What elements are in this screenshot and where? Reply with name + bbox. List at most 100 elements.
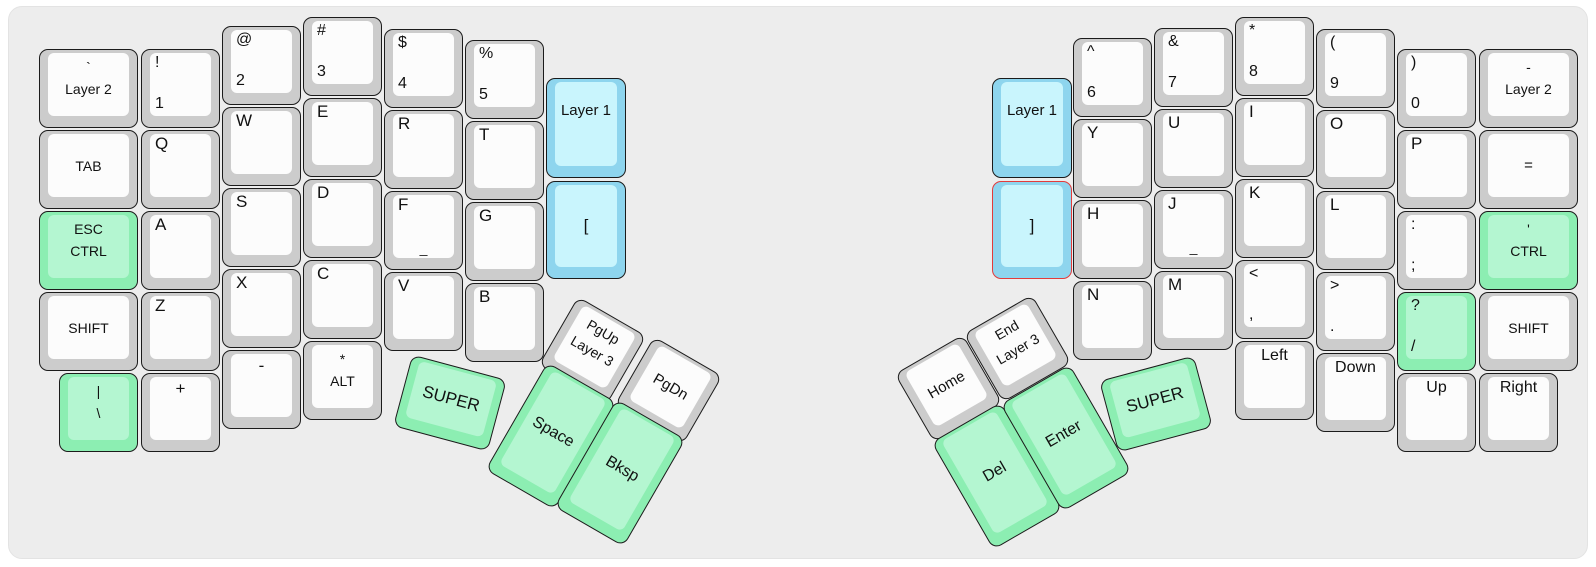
key-layer1-left[interactable]: Layer 1 [546, 78, 626, 178]
key-c[interactable]: C [303, 260, 382, 339]
key-y[interactable]: Y [1073, 119, 1152, 198]
keycap-face: C [312, 264, 373, 327]
key-label-line2: Layer 2 [1505, 81, 1552, 97]
keycap-face: M [1163, 275, 1224, 338]
keycap-face: <, [1244, 264, 1305, 327]
keycap-face: (9 [1325, 33, 1386, 96]
key-k[interactable]: K [1235, 179, 1314, 258]
keycap-face: U [1163, 113, 1224, 176]
key-t[interactable]: T [465, 121, 544, 200]
keycap-face: W [231, 111, 292, 174]
key-question-slash[interactable]: ?/ [1397, 292, 1476, 371]
key-d[interactable]: D [303, 179, 382, 258]
key-percent-5[interactable]: %5 [465, 40, 544, 119]
key-grave-layer2[interactable]: `Layer 2 [39, 49, 138, 128]
keycap-face: Up [1406, 377, 1467, 440]
key-i[interactable]: I [1235, 98, 1314, 177]
key-minus-layer2[interactable]: -Layer 2 [1479, 49, 1578, 128]
key-label-top: ? [1411, 297, 1420, 314]
key-label: Home [924, 367, 968, 402]
key-super-right[interactable]: SUPER [1099, 355, 1213, 453]
key-quote-ctrl[interactable]: 'CTRL [1479, 211, 1578, 290]
key-w[interactable]: W [222, 107, 301, 186]
key-up-arrow[interactable]: Up [1397, 373, 1476, 452]
key-l[interactable]: L [1316, 191, 1395, 270]
key-f[interactable]: F_ [384, 191, 463, 270]
key-v[interactable]: V [384, 272, 463, 351]
key-s[interactable]: S [222, 188, 301, 267]
key-label-top: : [1411, 216, 1416, 233]
key-u[interactable]: U [1154, 109, 1233, 188]
keycap-face: $4 [393, 33, 454, 96]
key-q[interactable]: Q [141, 130, 220, 209]
key-x[interactable]: X [222, 269, 301, 348]
keycap-face: O [1325, 114, 1386, 177]
key-label-top: $ [398, 34, 407, 51]
key-m[interactable]: M [1154, 271, 1233, 350]
key-right-arrow[interactable]: Right [1479, 373, 1558, 452]
key-e[interactable]: E [303, 98, 382, 177]
keycap-face: H [1082, 204, 1143, 267]
key-h[interactable]: H [1073, 200, 1152, 279]
keycap-face: B [474, 287, 535, 350]
key-label-top: < [1249, 265, 1259, 282]
key-colon-semicolon[interactable]: :; [1397, 211, 1476, 290]
key-j[interactable]: J_ [1154, 190, 1233, 269]
key-star-8[interactable]: *8 [1235, 17, 1314, 96]
key-label: TAB [75, 157, 102, 174]
key-star-alt[interactable]: *ALT [303, 341, 382, 420]
key-layer1-right[interactable]: Layer 1 [992, 78, 1072, 178]
key-g[interactable]: G [465, 202, 544, 281]
key-b[interactable]: B [465, 283, 544, 362]
key-minus[interactable]: - [222, 350, 301, 429]
key-paren-0[interactable]: )0 [1397, 49, 1476, 128]
key-label: PgDn [649, 369, 691, 404]
keycap-face: )0 [1406, 53, 1467, 116]
key-shift-right[interactable]: SHIFT [1479, 292, 1578, 371]
key-label: Layer 1 [1006, 101, 1058, 119]
key-amp-7[interactable]: &7 [1154, 28, 1233, 107]
key-tab[interactable]: TAB [39, 130, 138, 209]
key-caret-6[interactable]: ^6 [1073, 38, 1152, 117]
key-dollar-4[interactable]: $4 [384, 29, 463, 108]
key-r[interactable]: R [384, 110, 463, 189]
key-down-arrow[interactable]: Down [1316, 353, 1395, 432]
key-label-top: O [1330, 114, 1344, 133]
key-n[interactable]: N [1073, 281, 1152, 360]
key-label-line2: CTRL [70, 243, 107, 259]
key-less-comma[interactable]: <, [1235, 260, 1314, 339]
key-label-bottom: 2 [236, 72, 245, 89]
key-paren-9[interactable]: (9 [1316, 29, 1395, 108]
key-pipe-backslash[interactable]: |\ [59, 373, 138, 452]
keycap-face: TAB [48, 134, 129, 197]
key-exclam-1[interactable]: !1 [141, 49, 220, 128]
keycap-face: Left [1244, 345, 1305, 408]
key-greater-period[interactable]: >. [1316, 272, 1395, 351]
keycap-face: D [312, 183, 373, 246]
key-z[interactable]: Z [141, 292, 220, 371]
key-label-bottom: 1 [155, 95, 164, 112]
key-label-line1: * [339, 351, 346, 367]
key-left-arrow[interactable]: Left [1235, 341, 1314, 420]
key-hash-3[interactable]: #3 [303, 17, 382, 96]
keycap-face: V [393, 276, 454, 339]
key-shift-left[interactable]: SHIFT [39, 292, 138, 371]
key-plus[interactable]: + [141, 373, 220, 452]
key-o[interactable]: O [1316, 110, 1395, 189]
key-at-2[interactable]: @2 [222, 26, 301, 105]
key-equals[interactable]: = [1479, 130, 1578, 209]
key-label: Left [1261, 347, 1288, 364]
keycap-face: Q [150, 134, 211, 197]
key-label-top: K [1249, 183, 1261, 202]
key-rbracket[interactable]: ] [992, 181, 1072, 279]
key-p[interactable]: P [1397, 130, 1476, 209]
key-a[interactable]: A [141, 211, 220, 290]
key-label-top: ( [1330, 34, 1336, 51]
key-super-left[interactable]: SUPER [393, 354, 507, 452]
keycap-face: R [393, 114, 454, 177]
key-label: - [258, 356, 265, 375]
key-lbracket[interactable]: [ [546, 181, 626, 279]
keycap-face: Layer 1 [555, 82, 617, 166]
